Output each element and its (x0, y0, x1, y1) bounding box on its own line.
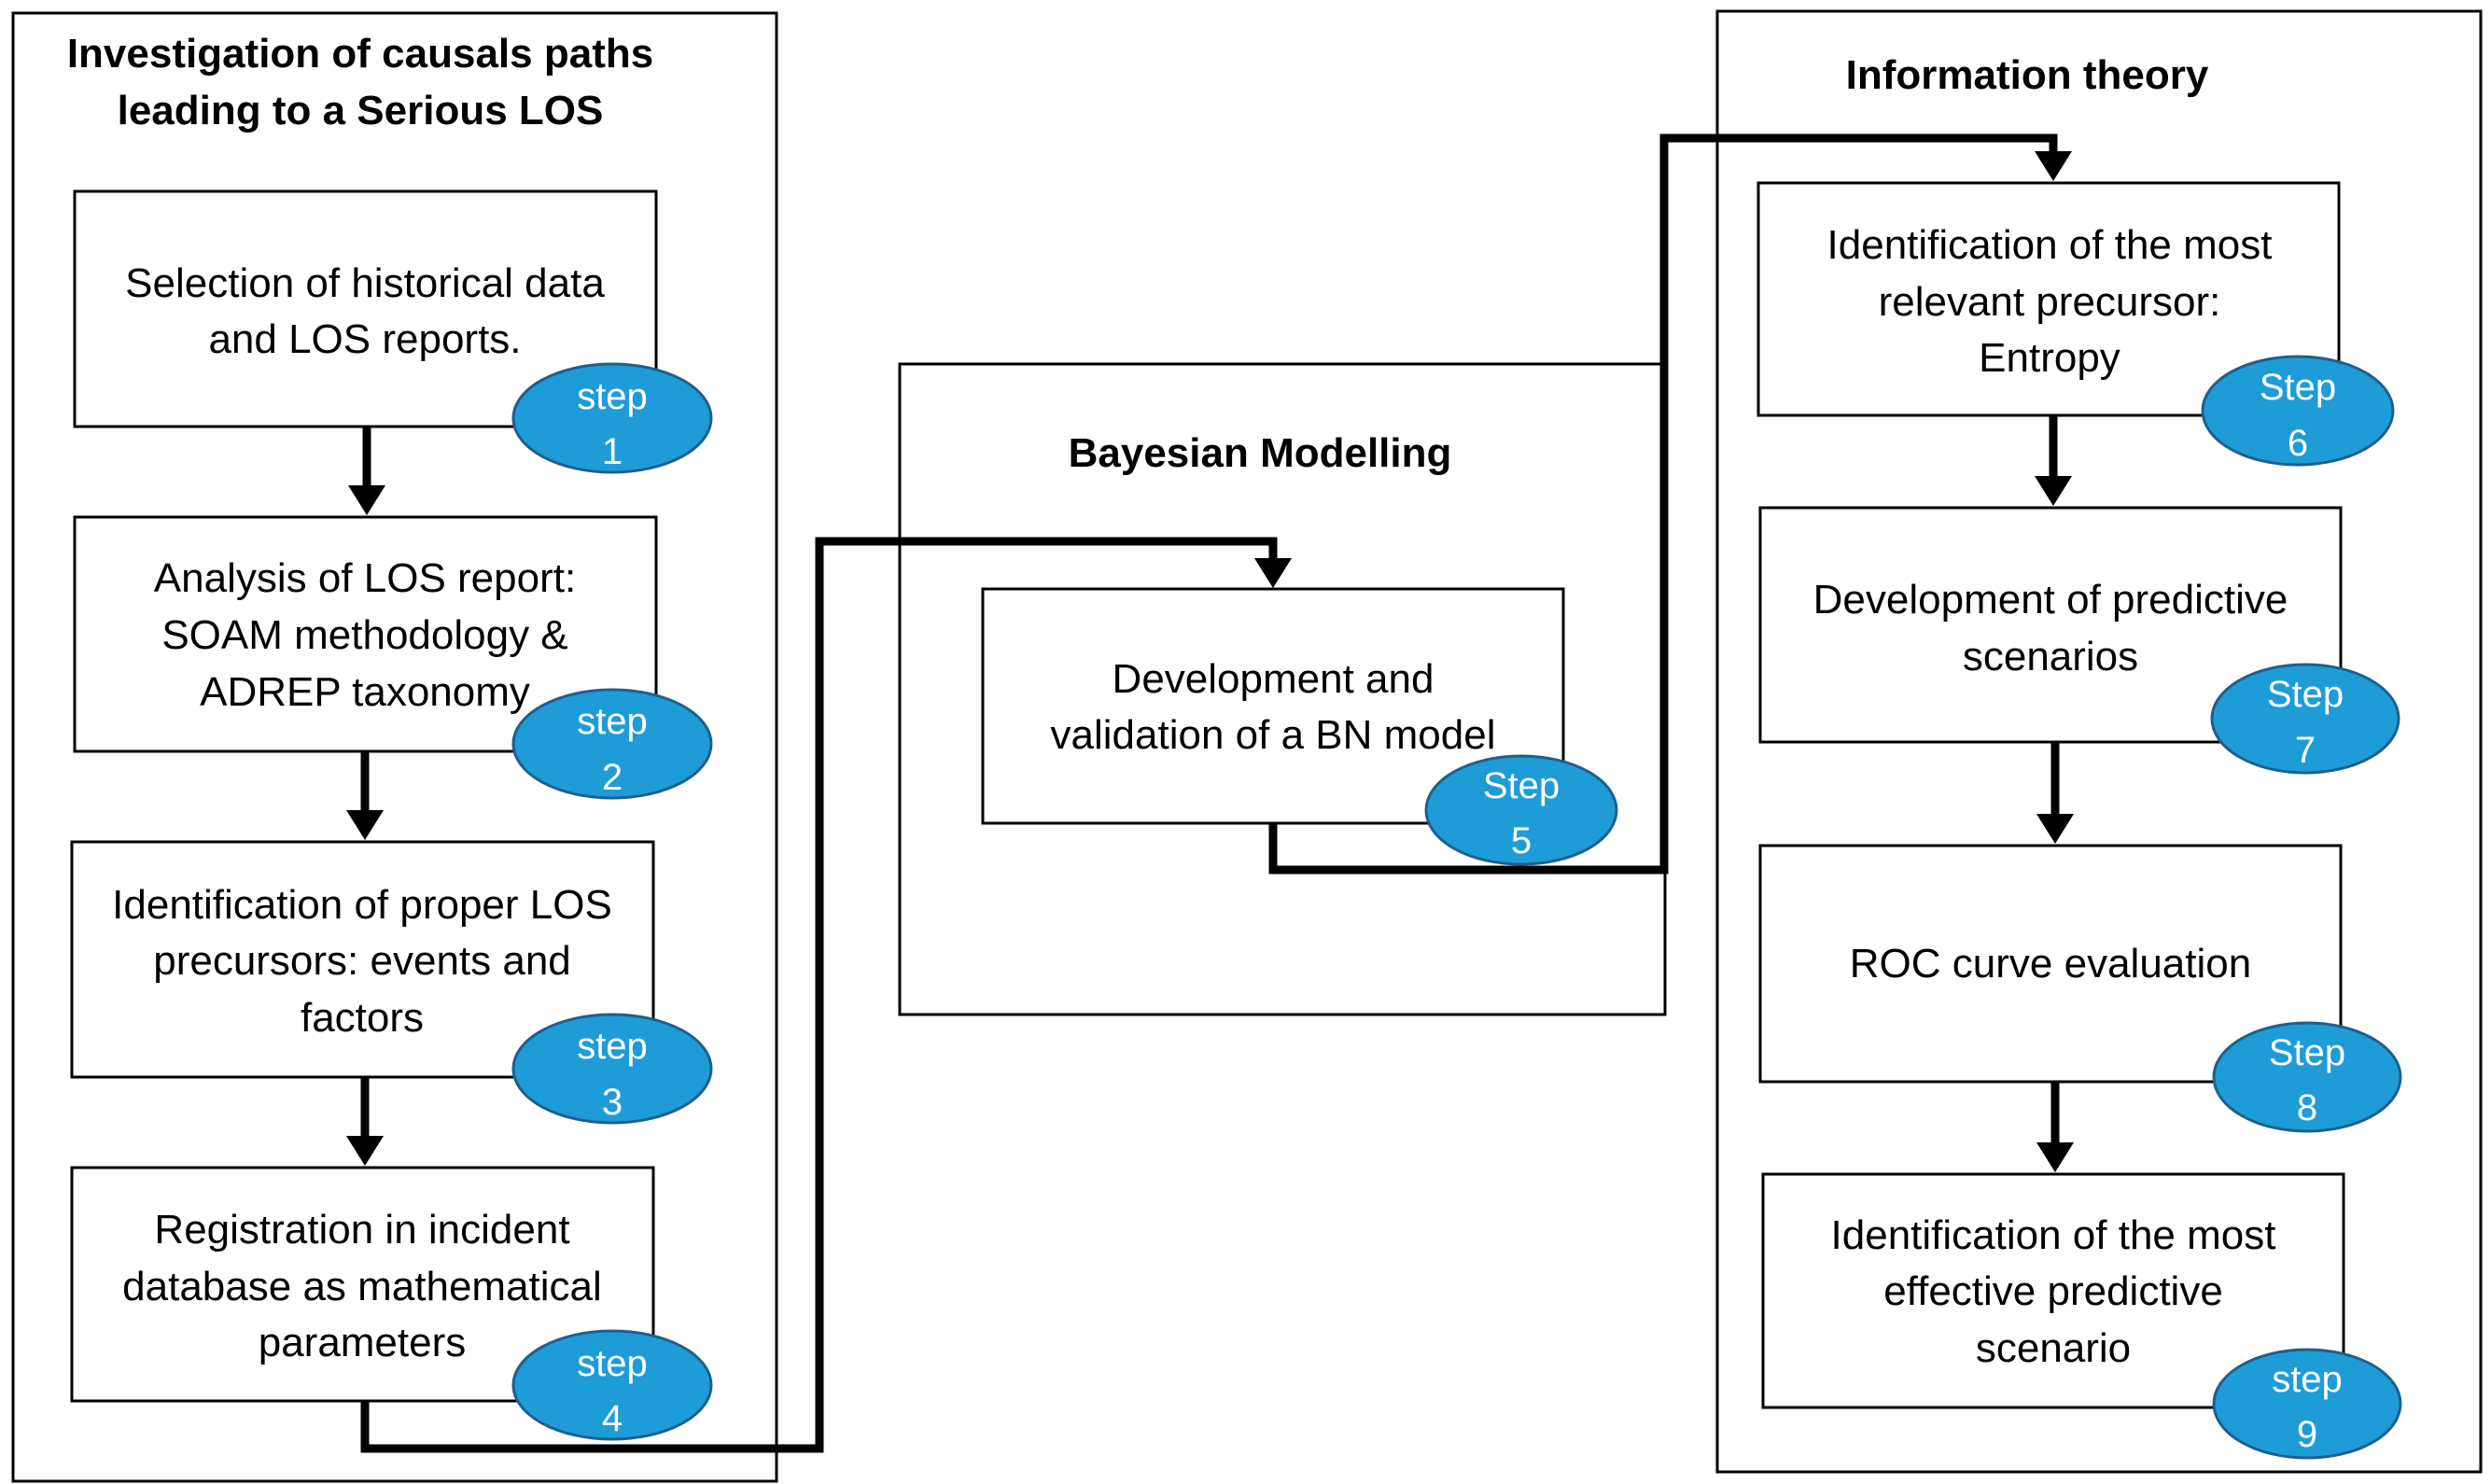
panel-bayesian-title: Bayesian Modelling (1069, 430, 1452, 476)
connector-step5-to-step6 (1268, 133, 2058, 875)
step3-text-line1: Identification of proper LOS (112, 882, 612, 928)
step6-text-line1: Identification of the most (1827, 222, 2273, 268)
arrowhead-step8 (2036, 814, 2074, 844)
step-badge-2: step 2 (511, 688, 713, 800)
step9-text-line3: scenario (1976, 1325, 2131, 1371)
step2-badge-word: step (577, 701, 648, 742)
step2-badge-number: 2 (602, 757, 623, 798)
arrowhead-step2 (348, 485, 385, 515)
arrowhead-step7 (2035, 476, 2072, 506)
panel-investigation: Investigation of causals paths leading t… (11, 11, 778, 1483)
step8-text-line1: ROC curve evaluation (1850, 941, 2251, 987)
arrowhead-step5 (1254, 558, 1292, 588)
step7-text-line1: Development of predictive (1813, 577, 2288, 623)
step9-text-line2: effective predictive (1883, 1268, 2223, 1314)
step-badge-1: step 1 (511, 362, 713, 474)
arrowhead-step4 (346, 1136, 384, 1166)
step6-badge-number: 6 (2288, 423, 2308, 464)
step7-text-line2: scenarios (1963, 634, 2138, 679)
step7-badge-number: 7 (2295, 730, 2316, 771)
step3-text-line2: precursors: events and (153, 938, 571, 984)
connector-step4-to-step5 (360, 537, 1278, 1453)
step4-text-line1: Registration in incident (154, 1207, 569, 1253)
step6-badge-word: Step (2260, 367, 2336, 408)
step4-badge-word: step (577, 1343, 648, 1384)
step8-badge-number: 8 (2297, 1087, 2317, 1128)
step6-text-line2: relevant precursor: (1879, 279, 2221, 325)
panel-information: Information theory (1715, 9, 2483, 1474)
panel-information-title: Information theory (1846, 52, 2209, 98)
arrowhead-step9 (2036, 1142, 2074, 1172)
step1-text-line1: Selection of historical data (125, 260, 605, 306)
step6-text-line3: Entropy (1979, 335, 2120, 381)
step9-badge-word: step (2272, 1359, 2343, 1400)
arrowhead-step6 (2035, 151, 2072, 181)
step5-text-line2: validation of a BN model (1051, 712, 1496, 758)
step3-badge-word: step (577, 1026, 648, 1067)
step-badge-8: Step 8 (2212, 1021, 2402, 1133)
step5-badge-word: Step (1483, 765, 1560, 806)
step5-text-line1: Development and (1113, 656, 1434, 702)
step-badge-6: Step 6 (2201, 355, 2395, 467)
step3-text-line3: factors (301, 995, 424, 1041)
step4-badge-number: 4 (602, 1398, 623, 1439)
step3-badge-number: 3 (602, 1082, 623, 1123)
step4-text-line3: parameters (259, 1320, 467, 1365)
step2-text-line1: Analysis of LOS report: (154, 555, 576, 601)
step8-badge-word: Step (2269, 1032, 2345, 1073)
step1-text-line2: and LOS reports. (208, 316, 521, 362)
arrowhead-step3 (346, 810, 384, 840)
panel-investigation-title-line1: Investigation of causals paths (67, 31, 653, 77)
step9-text-line1: Identification of the most (1831, 1212, 2276, 1258)
step7-badge-word: Step (2267, 674, 2344, 715)
panel-investigation-title-line2: leading to a Serious LOS (118, 88, 604, 133)
step2-text-line3: ADREP taxonomy (200, 669, 530, 715)
panel-bayesian: Bayesian Modelling (898, 362, 1667, 1016)
step2-text-line2: SOAM methodology & (161, 612, 567, 658)
step-badge-9: step 9 (2212, 1348, 2402, 1460)
step9-badge-number: 9 (2297, 1414, 2317, 1455)
step1-badge-word: step (577, 376, 648, 417)
step4-text-line2: database as mathematical (122, 1264, 602, 1309)
step-badge-3: step 3 (511, 1013, 713, 1125)
step-badge-4: step 4 (511, 1329, 713, 1441)
step5-badge-number: 5 (1511, 820, 1532, 861)
step1-badge-number: 1 (602, 431, 623, 472)
step-badge-5: Step 5 (1424, 754, 1618, 866)
step-badge-7: Step 7 (2210, 663, 2400, 775)
